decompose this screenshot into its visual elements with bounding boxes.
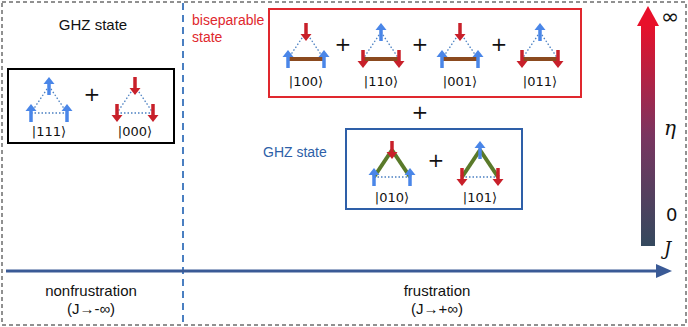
spin-head	[387, 152, 398, 159]
j-axis	[6, 270, 660, 273]
frustrated-bond	[522, 57, 558, 61]
plus-sign: +	[491, 34, 508, 54]
coupling-bond	[117, 112, 153, 113]
ket-label: |000⟩	[118, 124, 152, 140]
spin-shaft	[65, 111, 69, 122]
state-heading: GHZ state	[9, 16, 177, 34]
spin-shaft	[520, 50, 524, 61]
spin-shaft	[361, 50, 365, 61]
spin-shaft	[304, 23, 308, 34]
spin-head	[437, 50, 448, 57]
spin-shaft	[496, 168, 500, 179]
spin-head	[517, 61, 528, 68]
spin-shaft	[476, 57, 480, 68]
spin-head	[475, 141, 486, 148]
ket-label: |111⟩	[32, 124, 66, 140]
spin-shaft	[151, 104, 155, 115]
ket-label: |101⟩	[463, 190, 497, 206]
spin-head	[130, 88, 141, 95]
state-box: biseparable state|100⟩+|110⟩+|001⟩+|011⟩	[268, 8, 582, 98]
spin-head	[457, 179, 468, 186]
axis-symbol: 0	[666, 204, 677, 226]
spin-shaft	[390, 141, 394, 152]
spin-head	[493, 179, 504, 186]
plus-sign: +	[84, 84, 101, 104]
spin-head	[376, 23, 387, 30]
axis-symbol: η	[664, 116, 676, 140]
coupling-bond	[381, 32, 399, 59]
spin-shaft	[379, 30, 383, 41]
spin-head	[62, 104, 73, 111]
phase-divider	[182, 3, 184, 324]
frustrated-bond	[288, 57, 324, 61]
spin-shaft	[286, 57, 290, 68]
spin-head	[473, 50, 484, 57]
regime-label: frustration (J→+∞)	[380, 282, 494, 318]
spin-head	[112, 115, 123, 122]
axis-symbol: J	[664, 238, 671, 260]
spin-shaft	[478, 148, 482, 159]
ket-label: |110⟩	[364, 74, 398, 90]
plus-sign: +	[335, 34, 352, 54]
coupling-bond	[31, 112, 67, 113]
plus-sign: +	[428, 150, 445, 170]
spin-head	[319, 50, 330, 57]
spin-shaft	[408, 175, 412, 186]
regime-label: nonfrustration (J→-∞)	[28, 282, 154, 318]
axis-symbol: ∞	[661, 4, 679, 30]
spin-head	[358, 61, 369, 68]
spin-head	[301, 34, 312, 41]
coupling-bond	[374, 176, 410, 177]
spin-shaft	[47, 84, 51, 95]
plus-sign: +	[412, 34, 429, 54]
coupling-bond	[462, 176, 498, 177]
spin-head	[283, 50, 294, 57]
frustrated-bond	[363, 57, 399, 61]
colorbar-arrowhead	[637, 6, 659, 26]
coupling-bond	[522, 32, 540, 59]
state-box: GHZ state|111⟩+|000⟩	[7, 68, 175, 144]
state-heading: biseparable state	[192, 12, 268, 46]
spin-shaft	[115, 104, 119, 115]
spin-shaft	[538, 30, 542, 41]
spin-shaft	[29, 111, 33, 122]
axis-arrowhead	[656, 264, 672, 278]
spin-head	[535, 23, 546, 30]
frustrated-bond	[480, 150, 498, 177]
spin-shaft	[440, 57, 444, 68]
spin-shaft	[556, 50, 560, 61]
spin-shaft	[322, 57, 326, 68]
spin-head	[405, 168, 416, 175]
spin-shaft	[372, 175, 376, 186]
frustrated-bond	[462, 150, 480, 177]
spin-head	[44, 77, 55, 84]
frustrated-bond	[442, 57, 478, 61]
plus-sign: +	[412, 100, 429, 124]
state-heading: GHZ state	[263, 144, 343, 161]
spin-shaft	[397, 50, 401, 61]
spin-shaft	[458, 23, 462, 34]
spin-head	[553, 61, 564, 68]
coupling-bond	[363, 32, 381, 59]
spin-head	[369, 168, 380, 175]
ket-label: |001⟩	[443, 74, 477, 90]
spin-head	[148, 115, 159, 122]
ket-label: |100⟩	[289, 74, 323, 90]
spin-shaft	[460, 168, 464, 179]
state-box: GHZ state|010⟩+|101⟩	[345, 128, 523, 210]
ket-label: |011⟩	[523, 74, 557, 90]
coupling-bond	[540, 32, 558, 59]
eta-colorbar	[641, 24, 655, 246]
spin-head	[455, 34, 466, 41]
ket-label: |010⟩	[375, 190, 409, 206]
spin-head	[26, 104, 37, 111]
spin-shaft	[133, 77, 137, 88]
spin-head	[394, 61, 405, 68]
